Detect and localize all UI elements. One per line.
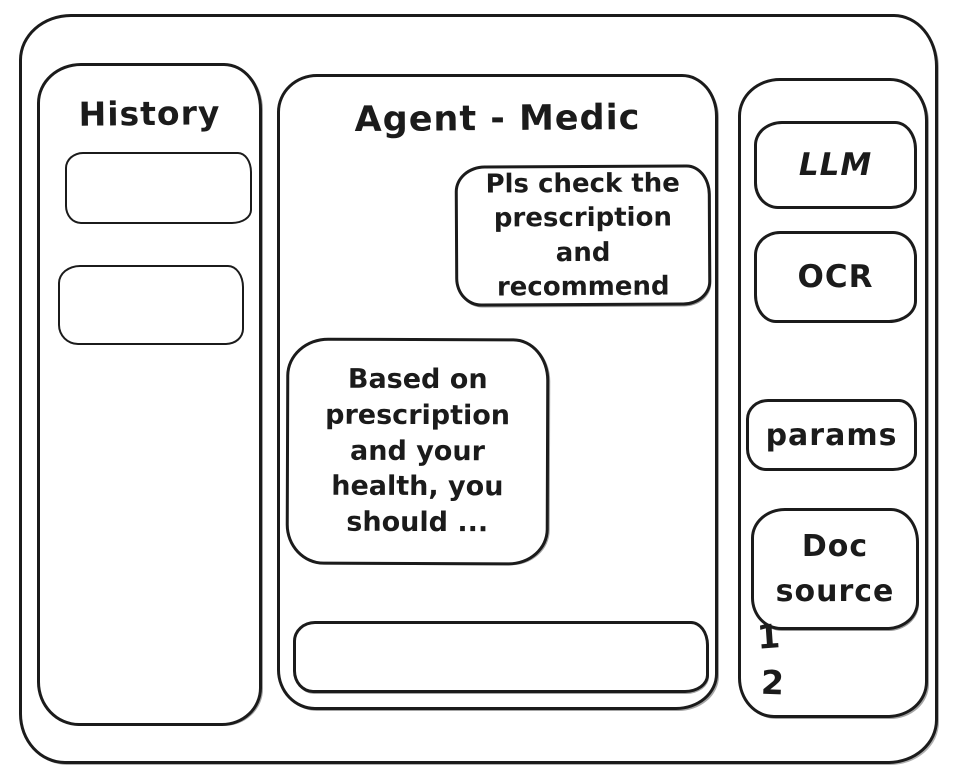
chat-panel: Agent - Medic Pls check the prescription… (277, 74, 718, 710)
doc-source-item-1[interactable]: 1 (755, 616, 782, 657)
history-sidebar: History (37, 63, 262, 726)
tools-sidebar: LLM OCR params Doc source 1 2 (738, 78, 928, 718)
history-item-2[interactable] (58, 265, 244, 345)
params-button[interactable]: params (746, 399, 917, 471)
doc-source-button[interactable]: Doc source (751, 508, 919, 630)
llm-button[interactable]: LLM (754, 121, 917, 209)
doc-source-item-2[interactable]: 2 (760, 662, 785, 703)
history-item-1[interactable] (65, 152, 252, 224)
message-input[interactable] (293, 621, 709, 693)
assistant-message-bubble: Based on prescription and your health, y… (285, 337, 550, 566)
history-title: History (78, 93, 221, 134)
chat-title: Agent - Medic (354, 98, 641, 140)
ocr-button[interactable]: OCR (754, 231, 917, 323)
user-message-bubble: Pls check the prescription and recommend (454, 164, 712, 307)
